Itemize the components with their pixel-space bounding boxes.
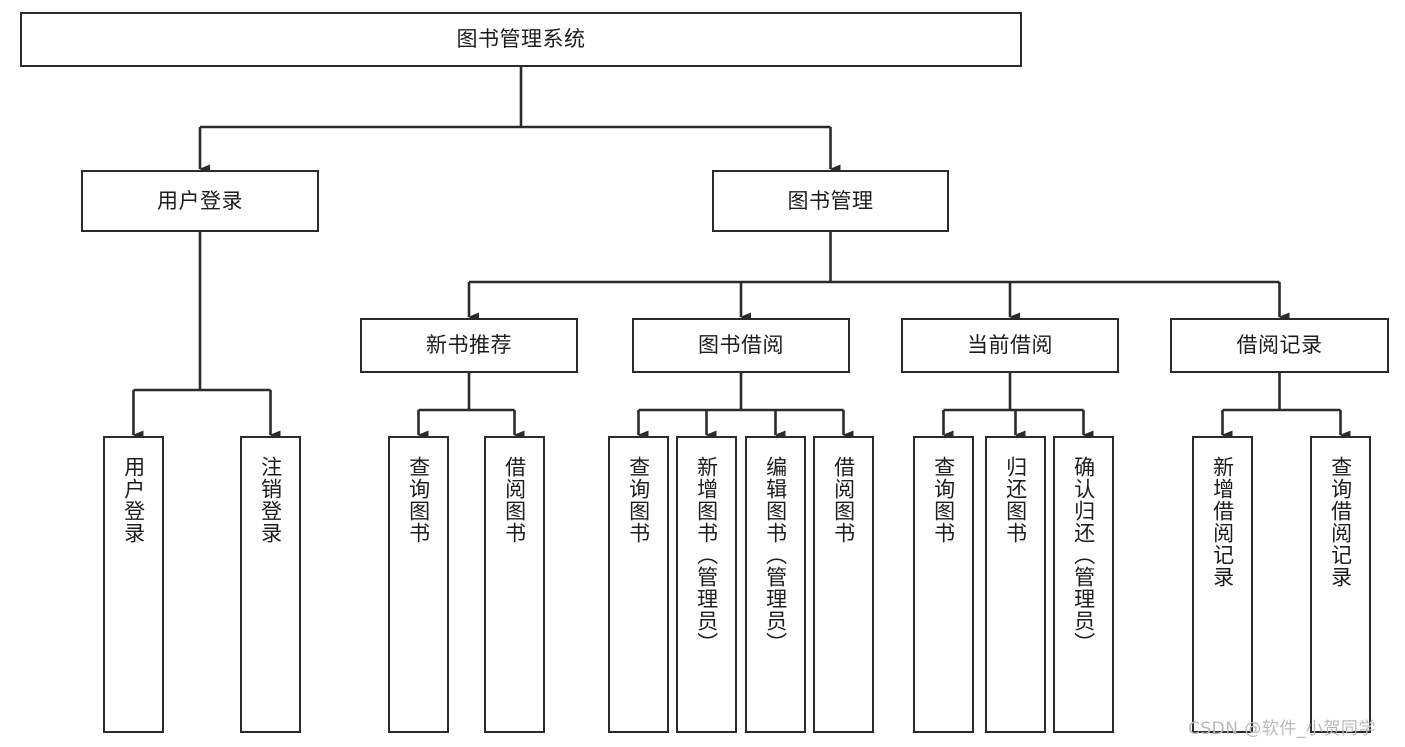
node-leaf_borrow_book_2[interactable]: 借阅图书 [813,436,874,733]
node-label: 当前借阅 [967,333,1053,358]
node-label: 用户登录 [121,456,146,544]
node-label: 新增借阅记录 [1210,456,1235,588]
node-label: 查询图书 [626,456,651,544]
node-leaf_query_book_2[interactable]: 查询图书 [608,436,669,733]
node-root[interactable]: 图书管理系统 [20,12,1022,67]
node-leaf_logout[interactable]: 注销登录 [240,436,301,733]
node-label: 新书推荐 [426,333,512,358]
node-label: 注销登录 [258,456,283,544]
node-label: 图书管理系统 [456,27,586,52]
node-leaf_add_book[interactable]: 新增图书（管理员） [676,436,737,733]
node-label: 借阅图书 [831,456,856,544]
node-label: 图书管理 [787,188,874,213]
node-label: 借阅图书 [502,456,527,544]
node-book_borrow[interactable]: 图书借阅 [632,318,850,373]
node-label: 图书借阅 [698,333,784,358]
node-label: 用户登录 [157,188,243,213]
node-label: 查询图书 [931,456,956,544]
node-book_mgmt[interactable]: 图书管理 [712,170,949,232]
node-current_borrow[interactable]: 当前借阅 [901,318,1119,373]
node-leaf_user_login[interactable]: 用户登录 [103,436,164,733]
node-label: 归还图书 [1003,456,1028,544]
node-leaf_edit_book[interactable]: 编辑图书（管理员） [745,436,806,733]
node-label: 借阅记录 [1236,333,1323,358]
node-leaf_query_record[interactable]: 查询借阅记录 [1310,436,1371,733]
node-label: 查询图书 [406,456,431,544]
node-new_book_rec[interactable]: 新书推荐 [360,318,578,373]
node-leaf_return_book[interactable]: 归还图书 [985,436,1046,733]
csdn-watermark: CSDN @软件_小贺同学 [1188,719,1376,739]
node-leaf_confirm_ret[interactable]: 确认归还（管理员） [1053,436,1114,733]
node-leaf_query_book_1[interactable]: 查询图书 [388,436,449,733]
node-label: 查询借阅记录 [1328,456,1353,588]
node-user_login[interactable]: 用户登录 [81,170,319,232]
node-borrow_record[interactable]: 借阅记录 [1170,318,1389,373]
node-leaf_query_book_3[interactable]: 查询图书 [913,436,974,733]
node-label: 确认归还（管理员） [1071,456,1096,654]
node-leaf_borrow_book_1[interactable]: 借阅图书 [484,436,545,733]
node-label: 编辑图书（管理员） [763,456,788,654]
node-leaf_add_record[interactable]: 新增借阅记录 [1192,436,1253,733]
node-label: 新增图书（管理员） [694,456,719,654]
